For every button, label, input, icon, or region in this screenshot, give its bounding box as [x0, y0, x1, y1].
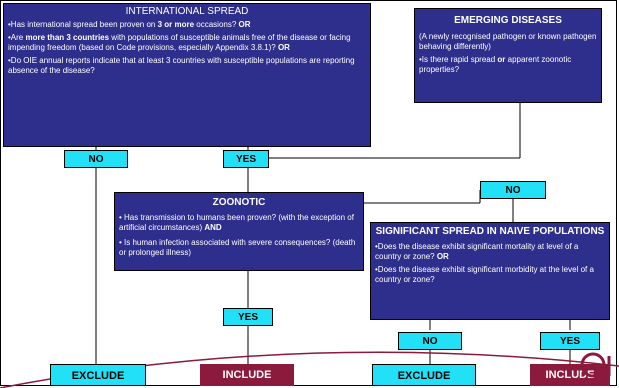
oie-logo — [580, 352, 611, 378]
emerging-diseases-question: •Is there rapid spread or apparent zoono… — [419, 55, 572, 74]
international-spread-question-1: •Has international spread been proven on… — [8, 20, 251, 29]
significant-spread-title: SIGNIFICANT SPREAD IN NAIVE POPULATIONS — [375, 226, 605, 237]
international-spread-title: INTERNATIONAL SPREAD — [125, 6, 249, 17]
decision-yes-1: YES — [223, 150, 269, 168]
zoonotic-box: ZOONOTIC • Has transmission to humans be… — [114, 192, 364, 271]
zoonotic-question-1: • Has transmission to humans been proven… — [119, 213, 354, 232]
decision-no-1: NO — [64, 150, 128, 168]
international-spread-question-3: •Do OIE annual reports indicate that at … — [8, 56, 355, 75]
significant-spread-question-1: •Does the disease exhibit significant mo… — [375, 242, 579, 261]
international-spread-question-2: •Are more than 3 countries with populati… — [8, 33, 351, 52]
outcome-exclude-2: EXCLUDE — [372, 364, 476, 386]
outcome-exclude-1: EXCLUDE — [50, 364, 146, 386]
decision-no-3: NO — [398, 332, 462, 350]
outcome-include-1: INCLUDE — [200, 364, 294, 386]
zoonotic-question-2: • Is human infection associated with sev… — [119, 238, 356, 257]
significant-spread-question-2: •Does the disease exhibit significant mo… — [375, 265, 594, 284]
international-spread-box: INTERNATIONAL SPREAD •Has international … — [3, 3, 371, 147]
decision-no-2: NO — [480, 181, 546, 199]
outcome-include-2: INCLUDE — [530, 364, 610, 386]
decision-yes-3: YES — [540, 332, 600, 350]
emerging-diseases-subtitle: (A newly recognised pathogen or known pa… — [419, 32, 597, 51]
emerging-diseases-title: EMERGING DISEASES — [454, 15, 562, 26]
zoonotic-title: ZOONOTIC — [212, 197, 266, 208]
decision-yes-2: YES — [223, 308, 273, 326]
emerging-diseases-box: EMERGING DISEASES (A newly recognised pa… — [414, 8, 602, 103]
significant-spread-box: SIGNIFICANT SPREAD IN NAIVE POPULATIONS … — [370, 222, 610, 320]
